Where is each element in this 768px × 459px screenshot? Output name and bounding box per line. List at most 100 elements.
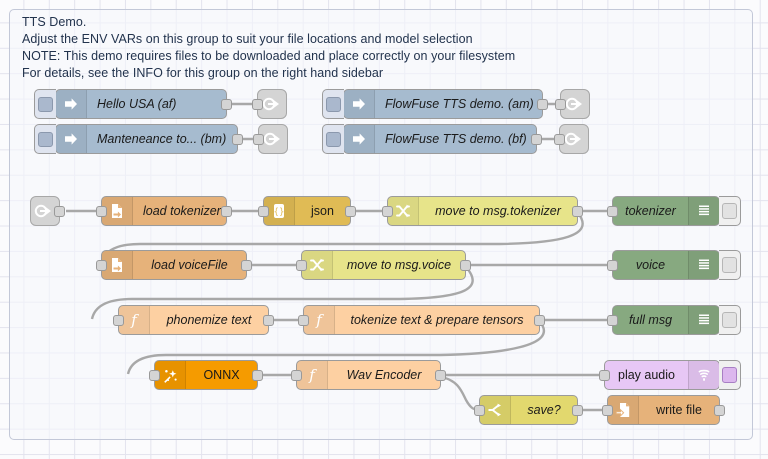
inject-trigger-button[interactable] <box>34 124 56 154</box>
input-port[interactable] <box>554 134 565 145</box>
svg-text:f: f <box>130 311 139 329</box>
shuffle-icon <box>388 197 419 225</box>
input-port[interactable] <box>602 405 613 416</box>
audio-toggle-button[interactable] <box>719 360 741 390</box>
node-label: FlowFuse TTS demo. (bf) <box>385 132 527 146</box>
output-port[interactable] <box>241 260 252 271</box>
inject-arrow-icon <box>344 125 375 153</box>
node-label: phonemize text <box>166 313 252 327</box>
output-port[interactable] <box>221 99 232 110</box>
node-label: tokenizer <box>625 204 676 218</box>
node-label: move to msg.voice <box>346 258 452 272</box>
input-port[interactable] <box>291 370 302 381</box>
node-inject-flowfuse-am[interactable]: FlowFuse TTS demo. (am) <box>322 89 548 119</box>
file-in-icon <box>102 251 133 279</box>
node-link-out-4[interactable] <box>554 124 589 154</box>
node-inject-flowfuse-bf[interactable]: FlowFuse TTS demo. (bf) <box>322 124 542 154</box>
inject-arrow-icon <box>344 90 375 118</box>
node-label: json <box>311 204 334 218</box>
input-port[interactable] <box>96 260 107 271</box>
input-port[interactable] <box>296 260 307 271</box>
output-port[interactable] <box>54 206 65 217</box>
node-label: FlowFuse TTS demo. (am) <box>385 97 534 111</box>
node-label: Hello USA (af) <box>97 97 177 111</box>
node-inject-hello-usa[interactable]: Hello USA (af) <box>34 89 232 119</box>
input-port[interactable] <box>252 99 263 110</box>
inject-trigger-button[interactable] <box>34 89 56 119</box>
svg-text:f: f <box>315 311 324 329</box>
input-port[interactable] <box>298 315 309 326</box>
node-label: play audio <box>618 368 675 382</box>
input-port[interactable] <box>113 315 124 326</box>
input-port[interactable] <box>253 134 264 145</box>
output-port[interactable] <box>572 206 583 217</box>
function-f-icon: f <box>297 361 328 389</box>
inject-trigger-button[interactable] <box>322 89 344 119</box>
node-label: Wav Encoder <box>346 368 422 382</box>
svg-text:{}: {} <box>274 207 285 217</box>
node-tokenize-text-prepare-tensors[interactable]: f tokenize text & prepare tensors <box>298 305 545 335</box>
node-label: move to msg.tokenizer <box>435 204 561 218</box>
link-out-icon <box>263 132 280 146</box>
input-port[interactable] <box>607 315 618 326</box>
input-port[interactable] <box>607 260 618 271</box>
function-f-icon: f <box>119 306 150 334</box>
node-label: Manteneance to... (bm) <box>97 132 227 146</box>
debug-toggle-button[interactable] <box>719 305 741 335</box>
input-port[interactable] <box>555 99 566 110</box>
output-port[interactable] <box>534 315 545 326</box>
output-port[interactable] <box>531 134 542 145</box>
inject-trigger-button[interactable] <box>322 124 344 154</box>
node-debug-full-msg[interactable]: full msg <box>607 305 741 335</box>
output-port[interactable] <box>572 405 583 416</box>
debug-toggle-button[interactable] <box>719 196 741 226</box>
output-port[interactable] <box>460 260 471 271</box>
node-label: load voiceFile <box>151 258 228 272</box>
node-label: ONNX <box>203 368 240 382</box>
link-out-icon <box>564 132 581 146</box>
node-label: tokenize text & prepare tensors <box>350 313 524 327</box>
input-port[interactable] <box>96 206 107 217</box>
svg-text:f: f <box>308 366 317 384</box>
input-port[interactable] <box>599 370 610 381</box>
node-save-switch[interactable]: save? <box>474 395 583 425</box>
node-phonemize-text[interactable]: f phonemize text <box>113 305 274 335</box>
speaker-waves-icon <box>688 361 719 389</box>
node-onnx[interactable]: ONNX <box>149 360 263 390</box>
output-port[interactable] <box>345 206 356 217</box>
node-load-voicefile[interactable]: load voiceFile <box>96 250 252 280</box>
node-link-out-2[interactable] <box>253 124 288 154</box>
inject-arrow-icon <box>56 90 87 118</box>
node-link-out-3[interactable] <box>555 89 590 119</box>
node-json[interactable]: {} json <box>258 196 356 226</box>
switch-branch-icon <box>480 396 511 424</box>
node-play-audio[interactable]: play audio <box>599 360 741 390</box>
output-port[interactable] <box>221 206 232 217</box>
node-link-in-1[interactable] <box>30 196 65 226</box>
output-port[interactable] <box>714 405 725 416</box>
node-inject-maintenance[interactable]: Manteneance to... (bm) <box>34 124 243 154</box>
input-port[interactable] <box>382 206 393 217</box>
node-move-to-msg-voice[interactable]: move to msg.voice <box>296 250 471 280</box>
node-label: write file <box>656 403 702 417</box>
node-wav-encoder[interactable]: f Wav Encoder <box>291 360 446 390</box>
output-port[interactable] <box>537 99 548 110</box>
node-load-tokenizer[interactable]: load tokenizer <box>96 196 232 226</box>
input-port[interactable] <box>474 405 485 416</box>
input-port[interactable] <box>258 206 269 217</box>
node-debug-tokenizer[interactable]: tokenizer <box>607 196 741 226</box>
node-debug-voice[interactable]: voice <box>607 250 741 280</box>
node-write-file[interactable]: write file <box>602 395 725 425</box>
input-port[interactable] <box>607 206 618 217</box>
node-move-to-msg-tokenizer[interactable]: move to msg.tokenizer <box>382 196 583 226</box>
output-port[interactable] <box>252 370 263 381</box>
node-link-out-1[interactable] <box>252 89 287 119</box>
file-in-icon <box>102 197 133 225</box>
output-port[interactable] <box>232 134 243 145</box>
debug-toggle-button[interactable] <box>719 250 741 280</box>
output-port[interactable] <box>263 315 274 326</box>
node-label: full msg <box>628 313 673 327</box>
output-port[interactable] <box>435 370 446 381</box>
input-port[interactable] <box>149 370 160 381</box>
